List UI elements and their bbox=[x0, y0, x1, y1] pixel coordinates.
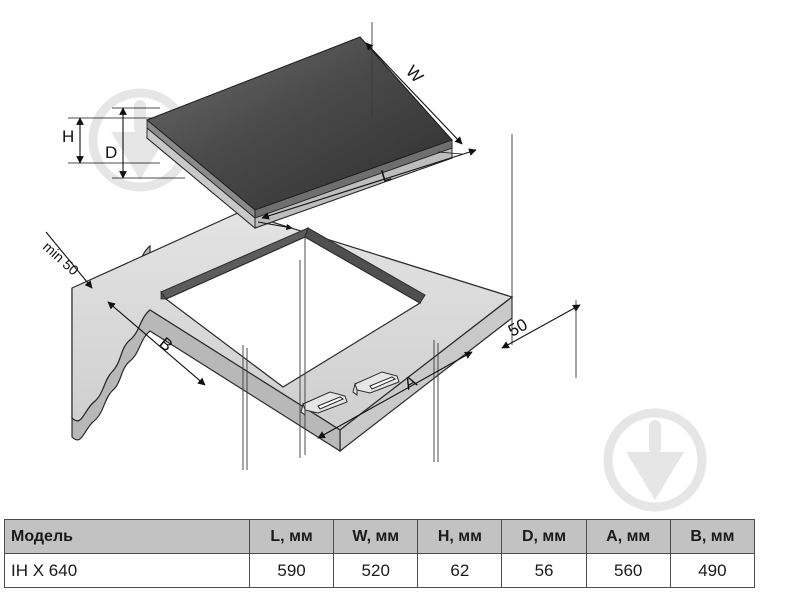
hob-glass-surface bbox=[145, 36, 453, 211]
dimension-line-50 bbox=[501, 304, 581, 349]
label-H: H bbox=[62, 127, 74, 146]
table-header-A: A, мм bbox=[585, 519, 671, 554]
table-header-model: Модель bbox=[4, 519, 250, 554]
table-header-L: L, мм bbox=[248, 519, 335, 554]
table-header-H: H, мм bbox=[417, 519, 503, 554]
alignment-leader bbox=[257, 221, 293, 231]
table-header-B: B, мм bbox=[669, 519, 756, 554]
cutout-inner-wall-top bbox=[304, 227, 426, 304]
label-min-50: min 50 bbox=[40, 238, 82, 278]
cutout-corner-shadow bbox=[160, 290, 167, 300]
dimension-line-W bbox=[365, 42, 463, 145]
label-W: W bbox=[402, 62, 427, 87]
cell-model: IH X 640 bbox=[4, 553, 250, 588]
countertop-assembly bbox=[71, 211, 514, 453]
hob-panel bbox=[145, 36, 453, 230]
cell-W: 520 bbox=[333, 553, 419, 588]
label-D: D bbox=[105, 143, 117, 162]
table-header-row: Модель L, мм W, мм H, мм D, мм A, мм B, … bbox=[4, 519, 756, 554]
dimension-lines bbox=[45, 42, 581, 439]
dimension-line-min50 bbox=[45, 231, 93, 289]
cell-D: 56 bbox=[501, 553, 587, 588]
table-row: IH X 640 590 520 62 56 560 490 bbox=[4, 553, 756, 588]
dimension-line-B bbox=[107, 301, 206, 386]
specification-table: Модель L, мм W, мм H, мм D, мм A, мм B, … bbox=[4, 519, 756, 588]
cell-L: 590 bbox=[248, 553, 335, 588]
dimension-line-L bbox=[261, 148, 477, 220]
table-header-D: D, мм bbox=[501, 519, 587, 554]
cell-A: 560 bbox=[585, 553, 671, 588]
table-header-W: W, мм bbox=[333, 519, 419, 554]
cell-B: 490 bbox=[669, 553, 756, 588]
cell-H: 62 bbox=[417, 553, 503, 588]
dimension-line-A bbox=[317, 351, 473, 439]
